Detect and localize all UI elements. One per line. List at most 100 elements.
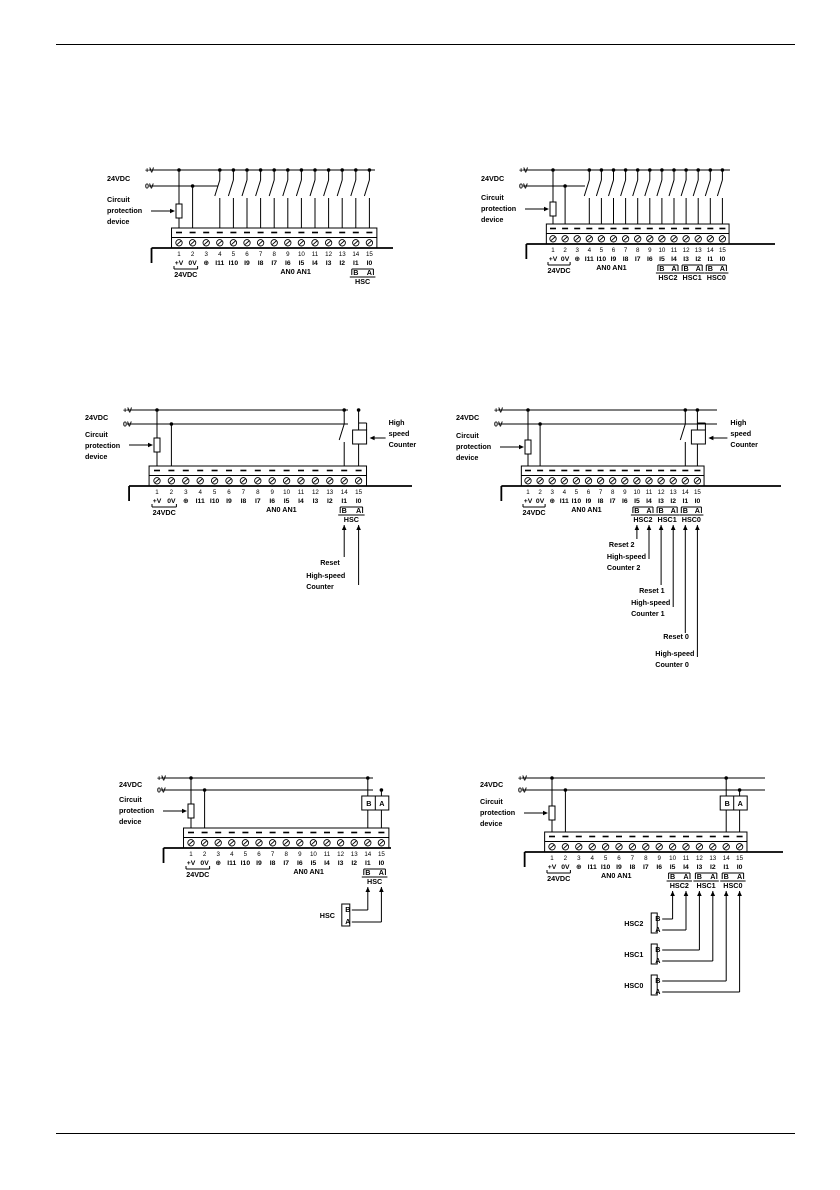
terminal-label: ⊕ [203, 260, 209, 267]
terminal-screw-slot [635, 236, 641, 241]
hsc-group-label: HSC2 [633, 515, 652, 524]
b-label: B [353, 268, 358, 277]
circuit-protection-label: Circuit [85, 430, 108, 439]
fuse-symbol [548, 805, 556, 821]
terminal-number: 12 [312, 489, 319, 496]
high-speed-label: High-speed [607, 552, 646, 561]
terminal-number: 9 [648, 247, 652, 254]
terminal-number: 6 [257, 851, 261, 858]
terminal-number: 13 [326, 489, 333, 496]
terminal-label: I6 [269, 498, 275, 505]
terminal-number: 4 [588, 247, 592, 254]
counter-label: Counter [306, 582, 334, 591]
terminal-number: 1 [551, 247, 555, 254]
terminal-screw-slot [598, 478, 603, 483]
terminal-number: 1 [550, 855, 554, 862]
terminal-number: 8 [272, 251, 276, 258]
terminal-screw-slot [270, 840, 275, 845]
terminal-label: I1 [365, 860, 371, 867]
b-label: B [659, 264, 664, 273]
terminal-number: 8 [284, 851, 288, 858]
terminal-label: ⊕ [574, 256, 580, 263]
reset-switch [679, 423, 686, 441]
switch-contact [241, 179, 248, 197]
terminal-screw-slot [338, 840, 343, 845]
terminal-label: I7 [283, 860, 289, 867]
terminal-label: I5 [284, 498, 290, 505]
switch-contact [295, 179, 302, 197]
terminal-screw-slot [229, 840, 235, 845]
terminal-number: 14 [707, 247, 714, 254]
terminal-screw-slot [634, 478, 640, 483]
terminal-number: 4 [590, 855, 594, 862]
b-label: B [683, 264, 688, 273]
a-label: A [646, 506, 651, 515]
arrow-head [148, 442, 153, 448]
arrow-head [723, 891, 729, 896]
terminal-label: I0 [356, 498, 362, 505]
reset-label: Reset [320, 558, 340, 567]
terminal-label: I4 [324, 860, 330, 867]
circuit-protection-label: Circuit [481, 193, 504, 202]
supply-24vdc-bracket-label: 24VDC [522, 508, 545, 517]
terminal-number: 12 [658, 489, 665, 496]
terminal-label: I11 [196, 498, 205, 505]
terminal-label: I3 [313, 498, 319, 505]
terminal-number: 12 [696, 855, 703, 862]
terminal-screw-slot [707, 236, 713, 241]
terminal-number: 14 [723, 855, 730, 862]
terminal-label: I3 [683, 256, 689, 263]
arrow-head [670, 891, 675, 896]
terminal-number: 9 [270, 489, 274, 496]
junction-dot [155, 408, 159, 412]
terminal-label: I4 [671, 256, 677, 263]
analog-label: AN0 AN1 [571, 505, 602, 514]
terminal-number: 9 [286, 251, 290, 258]
terminal-screw-slot [720, 236, 725, 241]
terminal-screw-slot [682, 478, 688, 483]
fuse-symbol [175, 203, 183, 219]
terminal-screw-slot [695, 236, 701, 241]
terminal-label: I1 [341, 498, 347, 505]
circuit-protection-label: device [481, 215, 503, 224]
arrow-head [365, 887, 371, 892]
terminal-number: 3 [184, 489, 188, 496]
junction-dot [526, 408, 530, 412]
switch-contact [350, 179, 357, 197]
terminal-screw-slot [244, 240, 250, 245]
terminal-number: 2 [538, 489, 542, 496]
terminal-number: 6 [245, 251, 249, 258]
terminal-screw-slot [324, 840, 330, 845]
terminal-number: 7 [242, 489, 246, 496]
arrow-head [670, 525, 676, 530]
terminal-screw-slot [183, 478, 189, 483]
terminal-number: 10 [658, 247, 665, 254]
terminal-screw-slot [255, 478, 261, 483]
terminal-number: 12 [325, 251, 332, 258]
terminal-screw-slot [574, 478, 579, 483]
terminal-number: 11 [683, 855, 690, 862]
circuit-protection-label: Circuit [456, 431, 479, 440]
arrow-head [708, 435, 714, 441]
terminal-label: I5 [311, 860, 317, 867]
hsc-label: HSC [367, 877, 382, 886]
terminal-label: I11 [215, 260, 224, 267]
arrow-head [341, 525, 347, 530]
analog-label: AN0 AN1 [266, 505, 297, 514]
circuit-protection-label: Circuit [119, 795, 142, 804]
supply-24vdc-label: 24VDC [456, 413, 479, 422]
terminal-label: I0 [695, 498, 701, 505]
terminal-number: 5 [232, 251, 236, 258]
hsc-label: HSC [344, 515, 359, 524]
terminal-screw-slot [284, 478, 289, 483]
supply-24vdc-bracket-label: 24VDC [186, 870, 209, 879]
terminal-screw-slot [231, 240, 236, 245]
arrow-head [658, 525, 664, 530]
hsc-b-label: B [655, 976, 660, 985]
terminal-screw-slot [658, 478, 664, 483]
footer-rule [56, 1133, 795, 1134]
terminal-number: 1 [189, 851, 193, 858]
reset-1-label: Reset 1 [639, 586, 665, 595]
